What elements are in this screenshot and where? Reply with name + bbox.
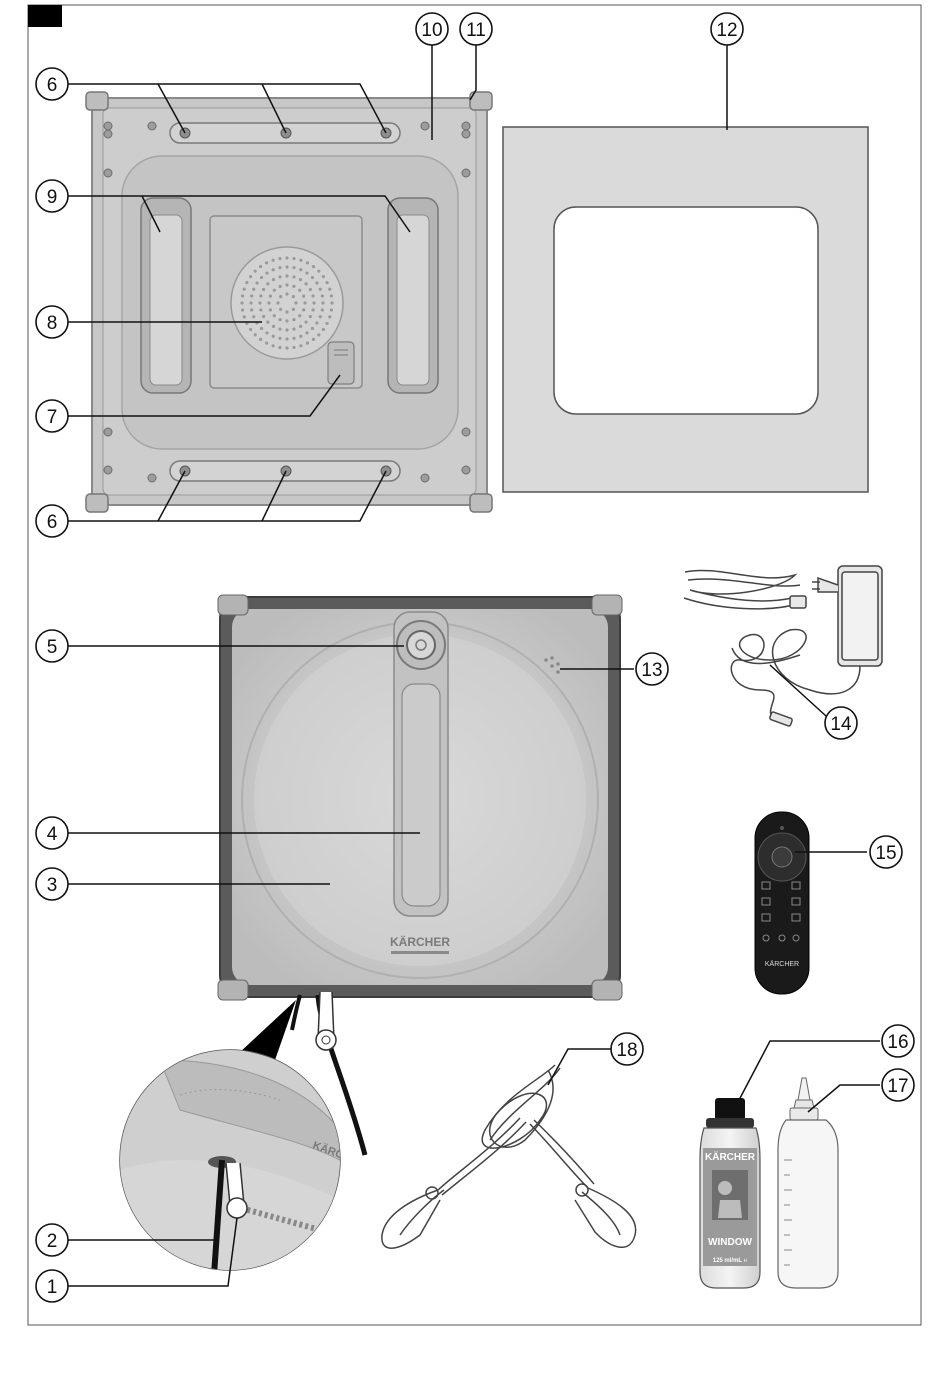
callout-c9: 9: [36, 180, 68, 212]
callout-number: 3: [47, 875, 58, 896]
fan-grille: [231, 247, 343, 359]
callout-number: 13: [641, 660, 662, 681]
refill-bottle: [778, 1078, 838, 1288]
callout-c4: 4: [36, 817, 68, 849]
callout-c18: 18: [611, 1033, 643, 1065]
bottle-brand-logo: KÄRCHER: [705, 1150, 756, 1163]
callout-number: 12: [716, 20, 737, 41]
callout-c3: 3: [36, 868, 68, 900]
callout-number: 10: [421, 20, 442, 41]
pad-opening: [554, 207, 818, 414]
device-top: KÄRCHER: [218, 595, 622, 1000]
device-underside: [86, 92, 492, 512]
callout-number: 18: [616, 1040, 637, 1061]
callout-c14: 14: [825, 707, 857, 739]
callout-c13: 13: [636, 653, 668, 685]
callout-number: 4: [47, 824, 58, 845]
brand-logo: KÄRCHER: [390, 934, 450, 949]
callout-c11: 11: [460, 13, 492, 45]
callout-number: 1: [47, 1277, 58, 1298]
corner-marker: [28, 5, 62, 27]
callout-number: 15: [875, 843, 896, 864]
remote-control: KÄRCHER: [755, 812, 809, 994]
callout-number: 7: [47, 407, 58, 428]
callout-c12: 12: [711, 13, 743, 45]
callout-c10: 10: [416, 13, 448, 45]
corner-bracket: [86, 92, 108, 110]
callout-number: 14: [830, 714, 852, 735]
bottle-volume-label: 125 ml/mL ℮: [713, 1258, 748, 1264]
corner-bracket: [86, 494, 108, 512]
corner-bracket: [470, 494, 492, 512]
callout-number: 5: [47, 637, 58, 658]
callout-c6b: 6: [36, 505, 68, 537]
sensor-window: [328, 342, 354, 384]
callout-c5: 5: [36, 630, 68, 662]
callout-number: 2: [47, 1231, 58, 1252]
safety-rope: [382, 1065, 636, 1248]
bottle-product-label: WINDOW: [708, 1237, 752, 1248]
power-button[interactable]: [407, 631, 435, 659]
callout-c1: 1: [36, 1270, 68, 1302]
detergent-bottle: KÄRCHER WINDOW 125 ml/mL ℮: [700, 1098, 760, 1288]
callout-number: 11: [466, 20, 486, 41]
power-supply: [684, 566, 882, 727]
callout-number: 8: [47, 313, 58, 334]
callout-number: 6: [47, 75, 58, 96]
callout-c2: 2: [36, 1224, 68, 1256]
callout-c8: 8: [36, 306, 68, 338]
callout-c16: 16: [882, 1025, 914, 1057]
callout-c15: 15: [870, 836, 902, 868]
callout-number: 9: [47, 187, 58, 208]
callout-number: 6: [47, 512, 58, 533]
callout-c7: 7: [36, 400, 68, 432]
callout-number: 16: [887, 1032, 908, 1053]
remote-brand-logo: KÄRCHER: [765, 960, 799, 968]
callout-c17: 17: [882, 1069, 914, 1101]
callout-number: 17: [887, 1076, 908, 1097]
cleaning-pad: [503, 127, 868, 492]
callout-c6a: 6: [36, 68, 68, 100]
